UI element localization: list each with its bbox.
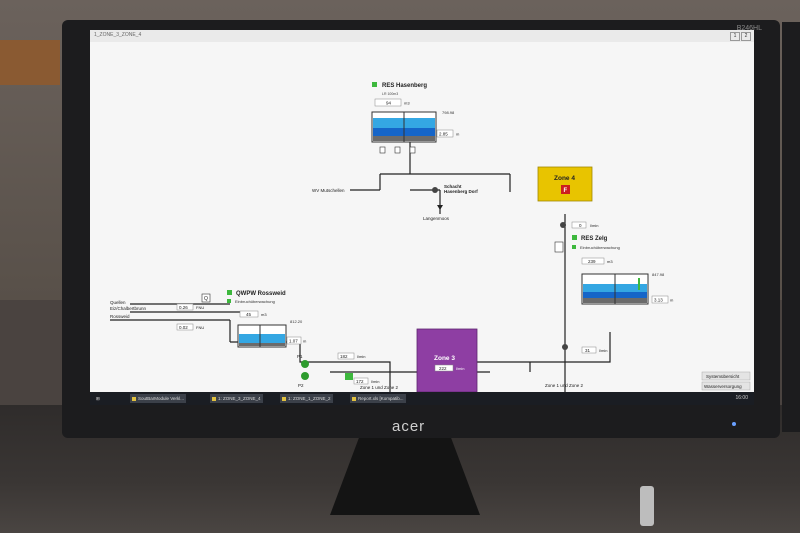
windows-taskbar: ⊞ SoutBarModule Verkl... 1: ZONE_3_ZONE_…: [90, 392, 754, 405]
hasenberg-valve-2[interactable]: [394, 146, 401, 154]
zelg-level2-unit: m: [670, 298, 674, 303]
zone3-box: [416, 328, 478, 393]
rossweid-elevation: 812.20: [290, 319, 303, 324]
flow2-indicator: [345, 373, 353, 380]
langenmoos-label: Langenmoos: [423, 216, 450, 221]
window-title: 1_ZONE_3_ZONE_4: [94, 32, 142, 38]
flow2-unit: l/min: [371, 379, 379, 384]
zone3-unit: l/min: [456, 366, 464, 371]
fnu1-value: 0.26: [179, 305, 188, 310]
acer-logo: acer: [392, 418, 426, 435]
rossweid-subtitle: Einbruchüberwachung: [235, 299, 275, 304]
monitor-model: B246HL: [736, 25, 762, 32]
system-overview-button[interactable]: [701, 371, 751, 381]
hasenberg-lr-label: LR 100m3: [382, 92, 398, 96]
second-monitor: [782, 22, 800, 432]
zelg-flow-value: 0: [579, 223, 582, 228]
q-meter-label: Q: [204, 296, 208, 302]
pump-p1-icon[interactable]: [301, 360, 309, 368]
zelg-valve-icon[interactable]: [560, 222, 566, 228]
rossweid-level-unit: m3: [261, 312, 267, 317]
window-button-2[interactable]: 2: [741, 32, 751, 41]
taskbar-item-1[interactable]: SoutBarModule Verkl...: [130, 394, 187, 403]
quellen-sub-label: Eiz/Chalbertbrunn: [110, 306, 147, 311]
fnu2-value: 0.02: [179, 325, 188, 330]
rossweid-level-value: 45: [246, 312, 252, 317]
hasenberg-level2-value: 2.85: [439, 132, 448, 137]
hasenberg-status-indicator: [372, 82, 377, 87]
fnu2-unit: FNU: [196, 325, 204, 330]
zone3-label: Zone 3: [434, 355, 455, 362]
hasenberg-valve-3[interactable]: [409, 146, 416, 154]
hasenberg-level-unit: m3: [404, 101, 410, 106]
pump-p1-label: P1: [297, 354, 303, 359]
zone-1-2-left-label: Zone 1 und Zone 2: [360, 385, 399, 390]
quellen-label: Quellen: [110, 300, 126, 305]
taskbar-item-3[interactable]: 1: ZONE_1_ZONE_2: [280, 394, 333, 403]
water-supply-button[interactable]: [701, 381, 751, 391]
hasenberg-level-box: [374, 98, 402, 107]
zone4-badge-text: F: [564, 188, 568, 194]
monitor-stand: [330, 435, 480, 515]
flow3-unit: l/min: [599, 348, 607, 353]
power-led: [732, 422, 736, 426]
taskbar-item-2[interactable]: 1: ZONE_3_ZONE_4: [210, 394, 263, 403]
zelg-level-unit: m3: [607, 259, 613, 264]
flow1-value: 182: [340, 354, 348, 359]
zone4-box: [537, 166, 593, 202]
taskbar-clock: 16:00: [735, 395, 748, 401]
wooden-shelf: [0, 40, 60, 85]
monitor: B246HL 1_ZONE_3_ZONE_4 1 2: [62, 20, 780, 438]
water-supply-label: Wasserversorgung: [704, 384, 742, 389]
zone4-badge: [561, 185, 570, 194]
zelg-outlet-valve-icon[interactable]: [562, 344, 568, 350]
zone3-value: 222: [439, 366, 447, 371]
fnu1-unit: FNU: [196, 305, 204, 310]
rossweid-title: QWPW Rossweid: [236, 291, 286, 297]
langenmoos-arrow-icon: [437, 205, 443, 210]
zelg-status-indicator: [572, 235, 577, 240]
taskbar-item-4[interactable]: Report.xls [Kompatib...: [350, 394, 406, 403]
screen: 1_ZONE_3_ZONE_4 1 2: [90, 30, 754, 405]
scada-canvas: RES Hasenberg LR 100m3 94 m3 798.98 2.85…: [90, 42, 754, 393]
rossweid-source-label: Rossweid: [110, 314, 130, 319]
hasenberg-level-value: 94: [386, 101, 392, 106]
hasenberg-level2-unit: m: [456, 132, 460, 137]
usb-stick: [640, 486, 654, 526]
flow2-value: 172: [356, 379, 364, 384]
hasenberg-valve-1[interactable]: [379, 146, 386, 154]
schacht-valve-icon[interactable]: [432, 187, 438, 193]
start-icon[interactable]: ⊞: [96, 396, 100, 401]
zone4-label: Zone 4: [554, 175, 575, 182]
zelg-pump-icon[interactable]: [554, 241, 564, 253]
zelg-level-value: 239: [588, 259, 596, 264]
zelg-flow-unit: l/min: [590, 223, 598, 228]
wv-mutschellen-label: WV Mutschellen: [312, 188, 345, 193]
flow1-unit: l/min: [357, 354, 365, 359]
res-zelg[interactable]: 0 l/min RES Zelg Einbruchüberwachung 239…: [554, 221, 674, 305]
zelg-title: RES Zelg: [581, 236, 608, 242]
hasenberg-title: RES Hasenberg: [382, 83, 427, 89]
res-hasenberg[interactable]: RES Hasenberg LR 100m3 94 m3 798.98 2.85…: [371, 82, 460, 154]
rossweid-level2-unit: m: [303, 339, 307, 344]
rossweid-level2-value: 1.07: [289, 339, 298, 344]
process-diagram: RES Hasenberg LR 100m3 94 m3 798.98 2.85…: [110, 82, 751, 393]
rossweid-status-indicator: [227, 290, 232, 295]
pump-p2-icon[interactable]: [301, 372, 309, 380]
system-overview-label: Systemübersicht: [706, 374, 740, 379]
hasenberg-elevation: 798.98: [442, 110, 455, 115]
qwpw-rossweid[interactable]: QWPW Rossweid Einbruchüberwachung 45 m3 …: [227, 290, 307, 348]
q-meter-box[interactable]: [201, 293, 211, 303]
pump-p2-label: P2: [298, 383, 304, 388]
hasenberg-level2-box: [436, 129, 454, 138]
zelg-subtitle: Einbruchüberwachung: [580, 245, 620, 250]
zone3-block[interactable]: Zone 3 222 l/min: [416, 328, 478, 393]
zone-1-2-right-label: Zone 1 und Zone 2: [545, 383, 584, 388]
zelg-elevation: 847.98: [652, 272, 665, 277]
zone4-block[interactable]: Zone 4 F: [537, 166, 593, 202]
zelg-level2-value: 3.13: [654, 298, 663, 303]
window-button-1[interactable]: 1: [730, 32, 740, 41]
flow3-value: 31: [585, 348, 591, 353]
